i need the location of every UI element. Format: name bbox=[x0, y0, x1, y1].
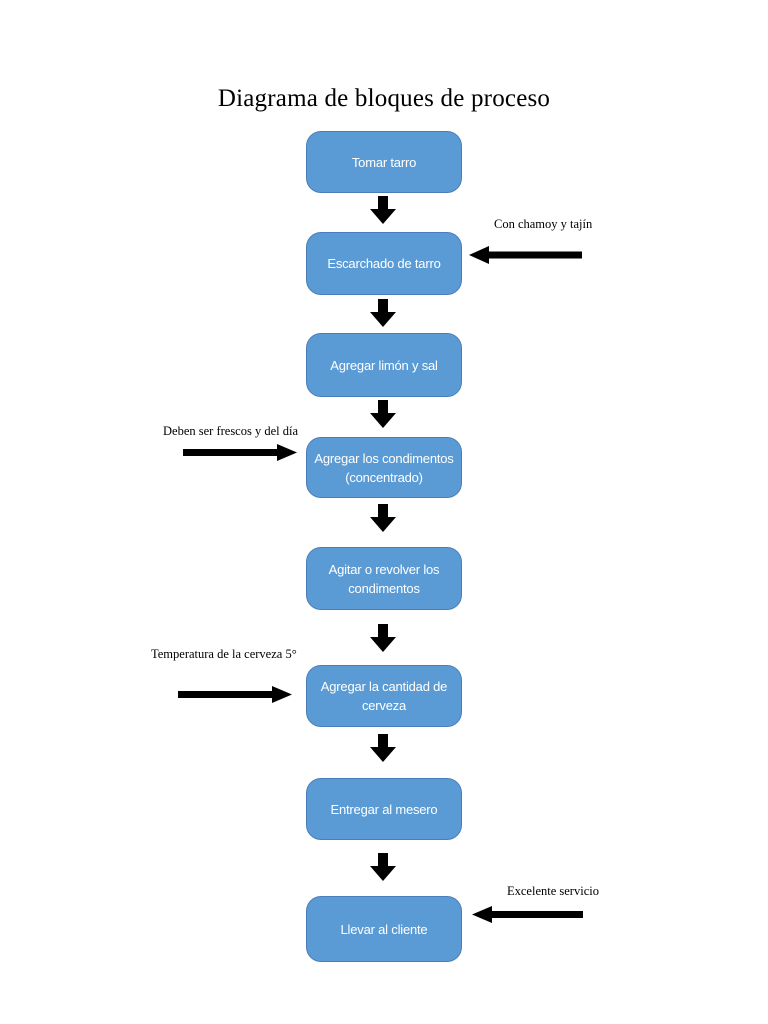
flow-step-agitar-condimentos: Agitar o revolver los condimentos bbox=[306, 547, 462, 610]
arrow-left-icon bbox=[469, 246, 582, 264]
flow-step-escarchado-de-tarro: Escarchado de tarro bbox=[306, 232, 462, 295]
arrow-down-icon bbox=[370, 853, 396, 881]
flow-step-llevar-cliente: Llevar al cliente bbox=[306, 896, 462, 962]
arrow-down-icon bbox=[370, 624, 396, 652]
annotation-temperatura-label: Temperatura de la cerveza 5° bbox=[151, 647, 297, 661]
annotation-frescos-label: Deben ser frescos y del día bbox=[163, 424, 299, 438]
arrow-down-icon bbox=[370, 196, 396, 224]
arrow-down-icon bbox=[370, 400, 396, 428]
flow-step-agregar-limon-y-sal: Agregar limón y sal bbox=[306, 333, 462, 397]
flow-step-tomar-tarro: Tomar tarro bbox=[306, 131, 462, 193]
annotation-excelente-servicio-label: Excelente servicio bbox=[507, 884, 599, 898]
arrow-down-icon bbox=[370, 504, 396, 532]
arrow-down-icon bbox=[370, 299, 396, 327]
flow-step-agregar-condimentos: Agregar los condimentos (concentrado) bbox=[306, 437, 462, 498]
diagram-title: Diagrama de bloques de proceso bbox=[217, 85, 551, 112]
arrow-down-icon bbox=[370, 734, 396, 762]
arrow-left-icon bbox=[472, 906, 583, 923]
arrow-right-icon bbox=[178, 686, 292, 703]
flow-step-agregar-cerveza: Agregar la cantidad de cerveza bbox=[306, 665, 462, 727]
flow-step-entregar-mesero: Entregar al mesero bbox=[306, 778, 462, 840]
arrow-right-icon bbox=[183, 444, 297, 461]
annotation-con-chamoy-label: Con chamoy y tajín bbox=[494, 217, 593, 231]
